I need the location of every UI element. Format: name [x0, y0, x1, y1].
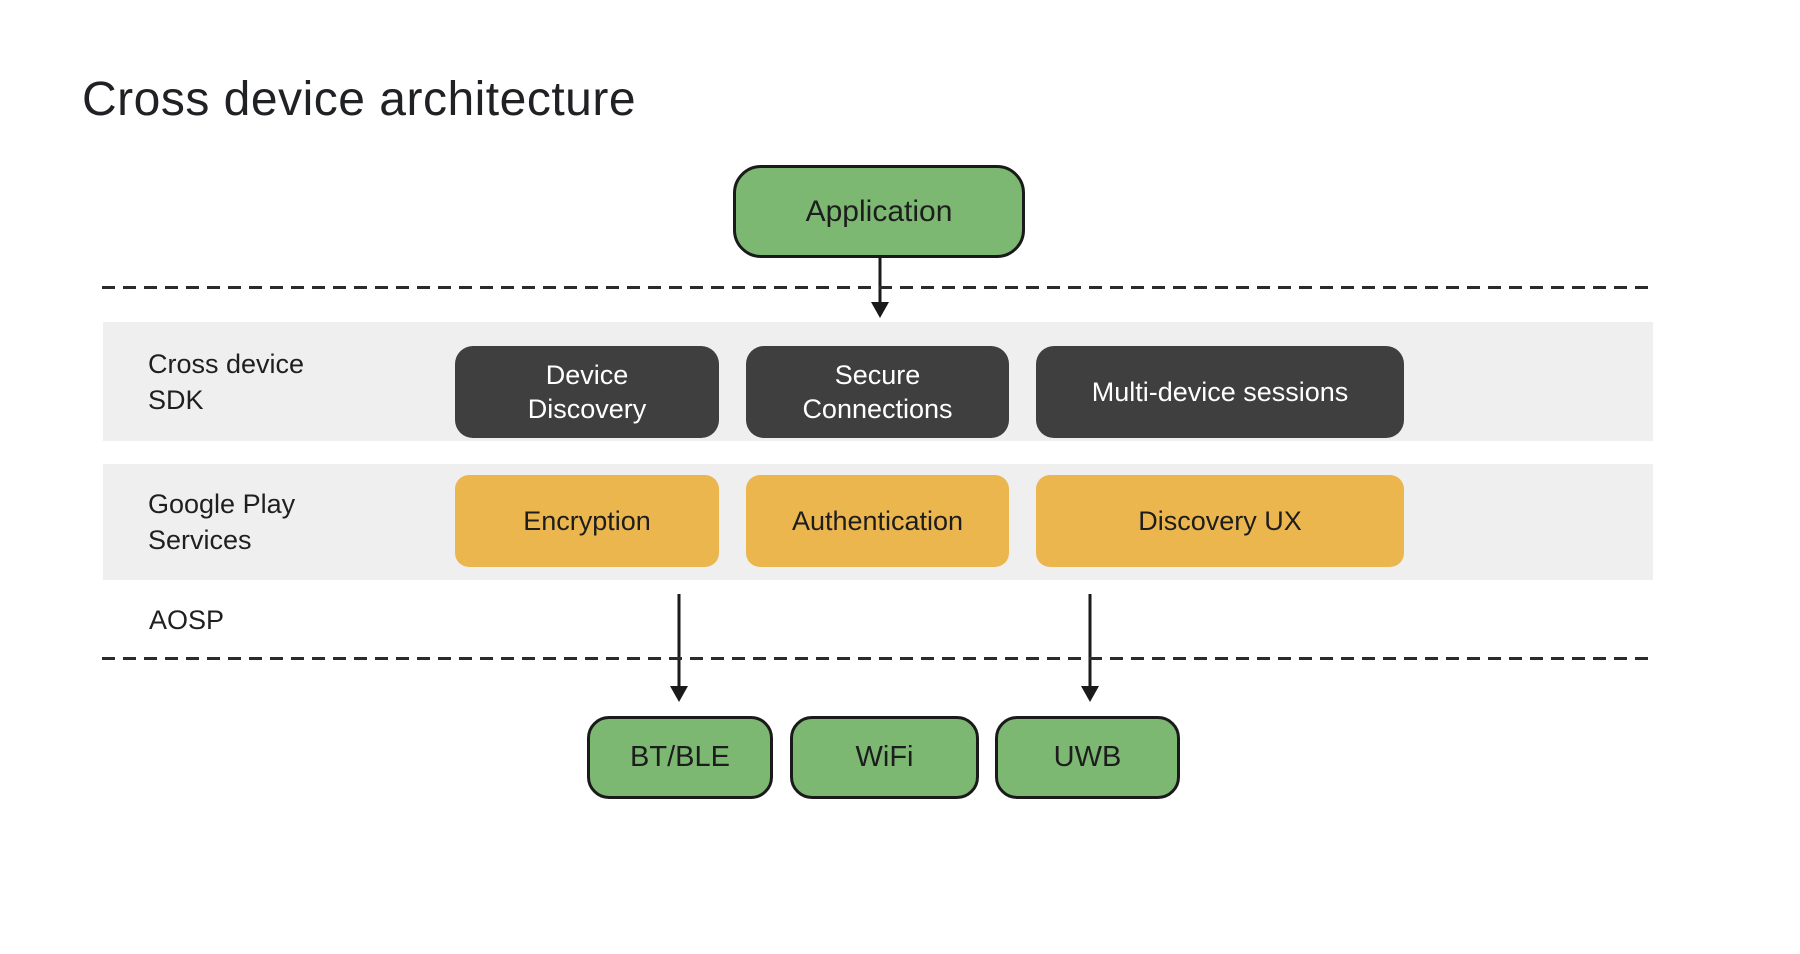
arrow-shaft	[677, 594, 681, 688]
arrow-head	[871, 302, 889, 318]
uwb-node: UWB	[995, 716, 1180, 799]
arrow-shaft	[878, 258, 882, 304]
cross-device-sdk-band: Cross device SDK Device Discovery Secure…	[103, 322, 1653, 441]
application-label: Application	[805, 194, 953, 228]
discovery-ux-node: Discovery UX	[1036, 475, 1404, 567]
secure-connections-node: Secure Connections	[746, 346, 1009, 438]
down-arrow-icon	[670, 594, 688, 702]
arrow-head	[1081, 686, 1099, 702]
multi-device-sessions-label: Multi-device sessions	[1091, 377, 1349, 407]
secure-connections-label: Secure Connections	[802, 360, 953, 424]
bt-ble-label: BT/BLE	[630, 741, 730, 773]
authentication-node: Authentication	[746, 475, 1009, 567]
wifi-label: WiFi	[855, 741, 914, 773]
multi-device-sessions-node: Multi-device sessions	[1036, 346, 1404, 438]
arrow-head	[670, 686, 688, 702]
cross-device-sdk-band-label: Cross device SDK	[148, 348, 305, 415]
discovery-ux-label: Discovery UX	[1138, 505, 1302, 536]
app-sdk-boundary-dashed-line	[102, 286, 1654, 289]
arrow-shaft	[1088, 594, 1092, 688]
encryption-node: Encryption	[455, 475, 719, 567]
device-discovery-label: Device Discovery	[527, 360, 647, 424]
google-play-services-band-label: Google Play Services	[148, 489, 296, 555]
down-arrow-icon	[871, 258, 889, 318]
diagram-title: Cross device architecture	[82, 73, 637, 126]
uwb-label: UWB	[1053, 741, 1122, 773]
aosp-zone-label: AOSP	[149, 605, 225, 635]
google-play-services-band: Google Play Services Encryption Authenti…	[103, 464, 1653, 580]
wifi-node: WiFi	[790, 716, 979, 799]
device-discovery-node: Device Discovery	[455, 346, 719, 438]
encryption-label: Encryption	[523, 505, 651, 536]
authentication-label: Authentication	[791, 505, 964, 536]
down-arrow-icon	[1081, 594, 1099, 702]
bt-ble-node: BT/BLE	[587, 716, 773, 799]
application-node: Application	[733, 165, 1025, 258]
aosp-hardware-boundary-dashed-line	[102, 657, 1654, 660]
